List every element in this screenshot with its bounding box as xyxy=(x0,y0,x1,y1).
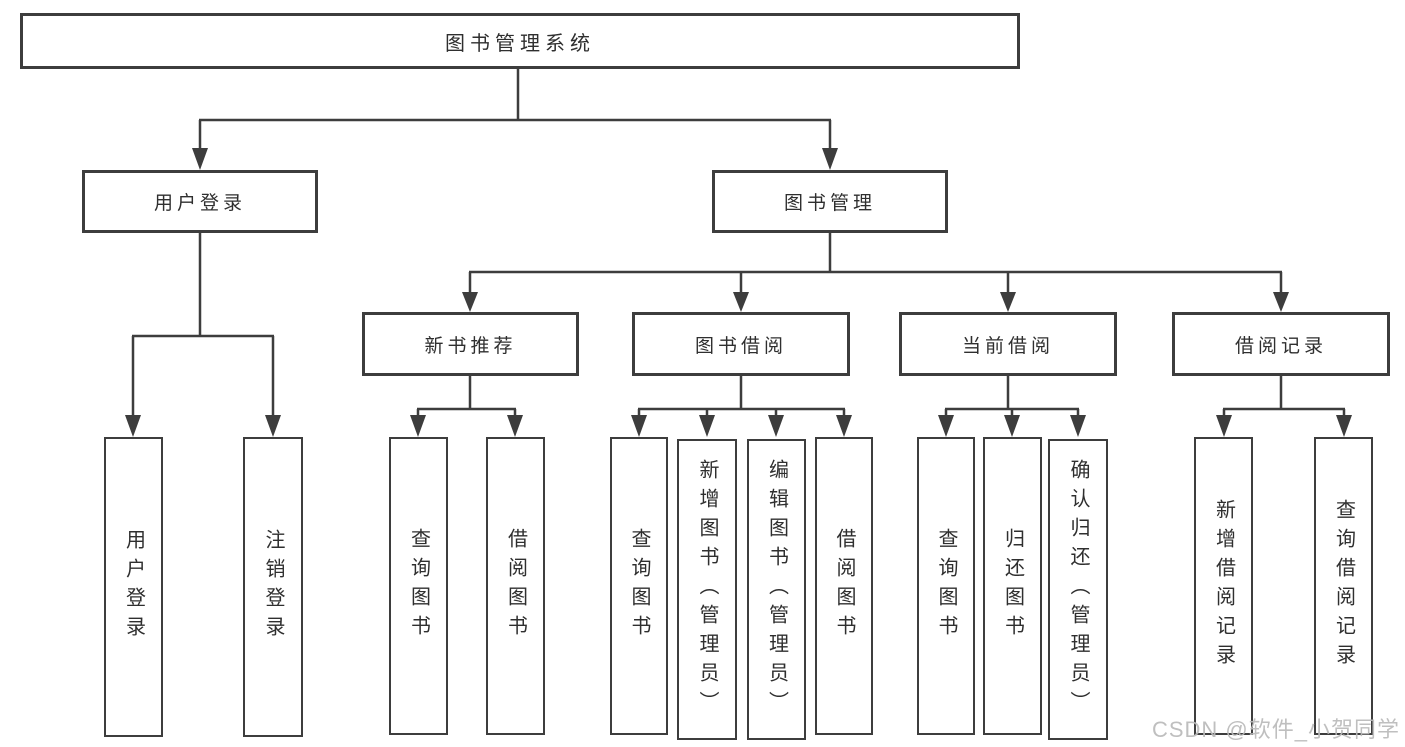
leaf-records-add: 新增借阅记录 xyxy=(1194,437,1253,735)
connector-root-to-level2 xyxy=(198,68,832,152)
leaf-current-return: 归还图书 xyxy=(983,437,1042,735)
leaf-user-login: 用户登录 xyxy=(104,437,163,737)
connector-borrow-to-leaves xyxy=(637,376,846,421)
node-root: 图书管理系统 xyxy=(20,13,1020,69)
leaf-current-confirm-admin: 确认归还（管理员） xyxy=(1048,439,1108,740)
leaf-borrow-query: 查询图书 xyxy=(610,437,668,735)
connector-current-to-leaves xyxy=(944,376,1080,421)
leaf-records-query: 查询借阅记录 xyxy=(1314,437,1373,735)
connector-records-to-leaves xyxy=(1222,376,1346,421)
watermark: CSDN @软件_小贺同学 xyxy=(1151,717,1400,742)
leaf-borrow-borrow: 借阅图书 xyxy=(815,437,873,735)
leaf-borrow-edit-admin: 编辑图书（管理员） xyxy=(747,439,806,740)
node-borrow-records: 借阅记录 xyxy=(1172,312,1390,376)
connector-newbooks-to-leaves xyxy=(416,376,517,421)
node-book-borrow: 图书借阅 xyxy=(632,312,850,376)
node-current-borrow: 当前借阅 xyxy=(899,312,1117,376)
node-user-login: 用户登录 xyxy=(82,170,318,233)
leaf-newbooks-borrow: 借阅图书 xyxy=(486,437,545,735)
leaf-current-query: 查询图书 xyxy=(917,437,975,735)
leaf-borrow-add-admin: 新增图书（管理员） xyxy=(677,439,737,740)
connector-userlogin-to-leaves xyxy=(131,233,275,419)
node-book-management: 图书管理 xyxy=(712,170,948,233)
node-new-book-recommend: 新书推荐 xyxy=(362,312,579,376)
connector-bookmgmt-to-level3 xyxy=(468,233,1283,294)
leaf-newbooks-query: 查询图书 xyxy=(389,437,448,735)
leaf-logout: 注销登录 xyxy=(243,437,303,737)
